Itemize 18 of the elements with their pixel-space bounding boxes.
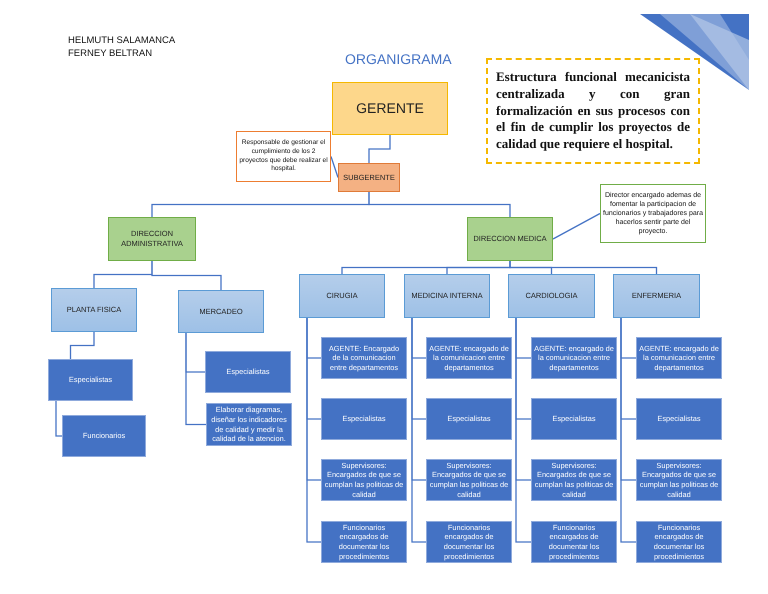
connector-line <box>509 261 658 274</box>
connector-line <box>411 318 426 543</box>
author-name: HELMUTH SALAMANCA <box>68 35 176 46</box>
connector-line <box>368 192 511 217</box>
connector-line <box>185 333 206 426</box>
author-name: FERNEY BELTRAN <box>68 48 152 59</box>
connector-line <box>306 318 321 543</box>
connector-line <box>330 156 339 178</box>
connector-line <box>368 135 391 163</box>
note-box: Estructura funcional mecanicista centralizada y con gran formalización en sus procesos con el fin de cumplir los proyectos de calidad que requiere el hospital. <box>486 58 700 164</box>
connector-line <box>620 318 636 543</box>
connector-line <box>552 212 600 240</box>
manager-box: GERENTE <box>332 82 448 135</box>
connector-line <box>70 332 95 359</box>
connector-line <box>55 401 62 437</box>
diagram-title: ORGANIGRAMA <box>345 51 452 67</box>
connector-line <box>515 318 531 543</box>
connector-line <box>151 261 222 290</box>
